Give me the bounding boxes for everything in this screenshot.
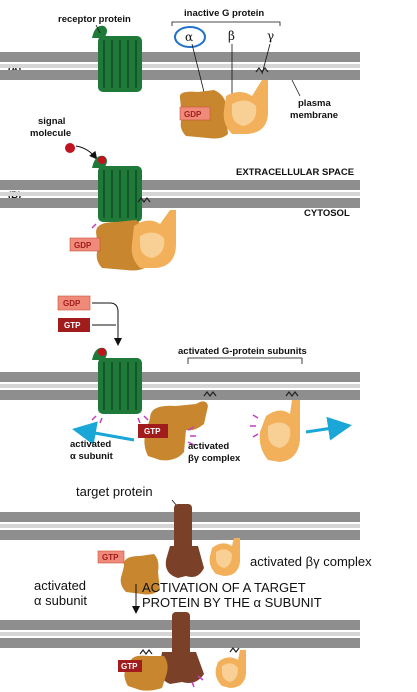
beta-gamma-complex-d2	[215, 647, 246, 688]
gtp-tag-d1: GTP	[102, 553, 119, 562]
target-protein-label: target protein	[76, 484, 153, 499]
receptor-protein-b	[91, 155, 149, 232]
alpha-subunit-a: GDP	[179, 90, 228, 139]
gdp-tag-a: GDP	[184, 110, 202, 119]
plasma-label-1: plasma	[298, 98, 331, 109]
beta-gamma-complex-b	[131, 210, 176, 268]
gtp-tag-d2: GTP	[121, 662, 138, 671]
activated-subunits-label: activated G-protein subunits	[178, 346, 307, 357]
alpha-subunit-d1: GTP	[97, 550, 160, 595]
signal-label-2: molecule	[30, 128, 71, 139]
activated-bg-label-2: βγ complex	[188, 453, 241, 464]
panel-a: (A) receptor protein inactive G protein …	[0, 8, 360, 139]
activated-alpha-label-2: α subunit	[70, 451, 114, 462]
alpha-subunit-d2: GTP	[118, 649, 168, 691]
plasma-membrane-a	[0, 52, 360, 80]
receptor-protein-a	[92, 25, 142, 92]
panel-c: activated G-protein subunits GTP activat…	[0, 346, 360, 464]
beta-gamma-complex-d1	[209, 538, 240, 576]
target-protein-d2	[159, 612, 204, 688]
gamma-label: γ	[267, 29, 274, 43]
plasma-label-2: membrane	[290, 110, 338, 121]
extracellular-space-label: EXTRACELLULAR SPACE	[236, 167, 354, 178]
gtp-tag-c: GTP	[144, 427, 161, 436]
panel-a-letter: (A)	[8, 64, 21, 75]
exchange-gtp-tag: GTP	[64, 321, 81, 330]
alpha-highlight-circle	[174, 26, 206, 48]
activation-caption-2: PROTEIN BY THE α SUBUNIT	[142, 595, 322, 610]
cytosol-label: CYTOSOL	[304, 208, 350, 219]
panel-d: target protein GTP activated βγ complex …	[0, 484, 372, 691]
target-protein-d1	[165, 504, 204, 578]
receptor-protein-label: receptor protein	[58, 14, 131, 25]
plasma-membrane-b	[0, 180, 360, 208]
beta-label: β	[228, 29, 235, 43]
alpha-label: α	[185, 30, 193, 44]
alpha-movement-arrow	[72, 421, 135, 445]
beta-gamma-movement-arrow	[305, 416, 352, 441]
gdp-tag-b: GDP	[74, 241, 92, 250]
activated-beta-gamma-complex-c	[250, 391, 300, 462]
activated-bg-label-d: activated βγ complex	[250, 554, 372, 569]
signal-label-1: signal	[38, 116, 65, 127]
activated-bg-label-1: activated	[188, 441, 229, 452]
activated-alpha-label-d1: activated	[34, 578, 86, 593]
signal-molecule	[65, 143, 75, 153]
nucleotide-exchange: GDP GTP	[57, 295, 122, 346]
activated-alpha-subunit-c: GTP	[138, 391, 217, 461]
activated-alpha-label-1: activated	[70, 439, 111, 450]
activated-alpha-label-d2: α subunit	[34, 593, 87, 608]
beta-gamma-complex-a	[223, 80, 268, 134]
inactive-g-protein-label: inactive G protein	[184, 8, 264, 19]
receptor-protein-c	[91, 347, 149, 424]
panel-b: signal molecule (B) EXTRACELLULAR SPACE …	[0, 116, 360, 271]
activation-caption-1: ACTIVATION OF A TARGET	[142, 580, 306, 595]
plasma-membrane-c	[0, 372, 360, 400]
exchange-gdp-tag: GDP	[63, 299, 81, 308]
